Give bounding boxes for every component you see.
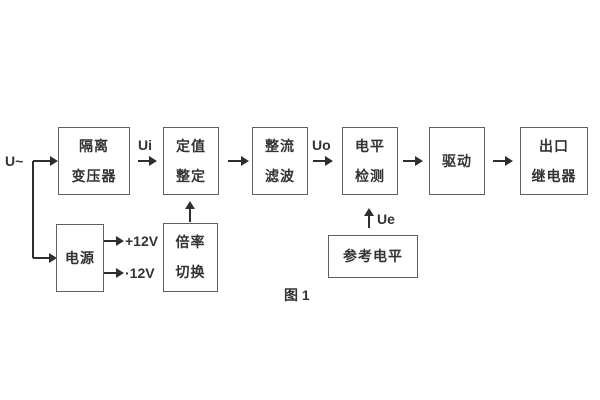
label-ui: Ui: [138, 137, 152, 153]
block-label: 电源: [65, 249, 95, 266]
arrowhead-right-icon: [50, 156, 58, 166]
block-reference-level: 参考电平: [328, 235, 418, 278]
block-label: 继电器: [531, 167, 577, 184]
block-label: 驱动: [442, 152, 472, 169]
arrowhead-right-icon: [415, 156, 423, 166]
arrow-ratio-to-setpoint-line: [189, 209, 191, 222]
label-rail-pos: +12V: [125, 233, 159, 249]
block-isolation-transformer: 隔离 变压器: [58, 127, 130, 195]
arrowhead-right-icon: [116, 236, 124, 246]
block-level-detector: 电平 检测: [342, 127, 398, 195]
arrow-uo-line: [313, 160, 326, 162]
arrowhead-right-icon: [49, 253, 57, 263]
arrowhead-up-icon: [185, 201, 195, 209]
block-label: 倍率: [175, 234, 206, 250]
block-label: 出口: [539, 137, 569, 154]
arrow-driver-to-relay-line: [493, 160, 506, 162]
block-label: 参考电平: [343, 248, 403, 264]
arrow-ui-line: [138, 160, 150, 162]
block-driver: 驱动: [429, 127, 485, 195]
block-output-relay: 出口 继电器: [520, 127, 588, 195]
arrowhead-right-icon: [116, 268, 124, 278]
arrow-ue-line: [368, 216, 370, 228]
arrowhead-up-icon: [364, 208, 374, 216]
arrow-power-input-line: [33, 257, 50, 259]
label-input-voltage: U~: [5, 153, 24, 169]
arrowhead-right-icon: [149, 156, 157, 166]
arrowhead-right-icon: [325, 156, 333, 166]
block-label: 电平: [355, 137, 385, 154]
line-input-branch: [32, 161, 34, 258]
label-ue: Ue: [377, 211, 395, 227]
label-rail-neg: ·12V: [125, 265, 155, 281]
figure-caption: 图 1: [284, 287, 310, 303]
block-setpoint-adjust: 定值 整定: [163, 127, 219, 195]
block-label: 变压器: [71, 167, 117, 184]
block-label: 定值: [176, 137, 206, 154]
block-label: 整定: [176, 167, 206, 184]
block-label: 隔离: [79, 137, 109, 154]
arrowhead-right-icon: [505, 156, 513, 166]
arrow-rail-neg-line: [104, 272, 117, 274]
arrow-input-line: [33, 160, 51, 162]
block-power-supply: 电源: [56, 224, 104, 292]
block-ratio-switch: 倍率 切换: [163, 223, 218, 292]
label-uo: Uo: [312, 137, 331, 153]
arrowhead-right-icon: [241, 156, 249, 166]
block-label: 滤波: [265, 167, 295, 184]
block-label: 整流: [265, 137, 295, 154]
arrow-setpoint-to-rectifier-line: [228, 160, 242, 162]
arrow-level-to-driver-line: [403, 160, 416, 162]
arrow-rail-pos-line: [104, 240, 117, 242]
block-rectifier-filter: 整流 滤波: [252, 127, 308, 195]
block-label: 检测: [355, 167, 385, 184]
block-label: 切换: [175, 264, 206, 280]
